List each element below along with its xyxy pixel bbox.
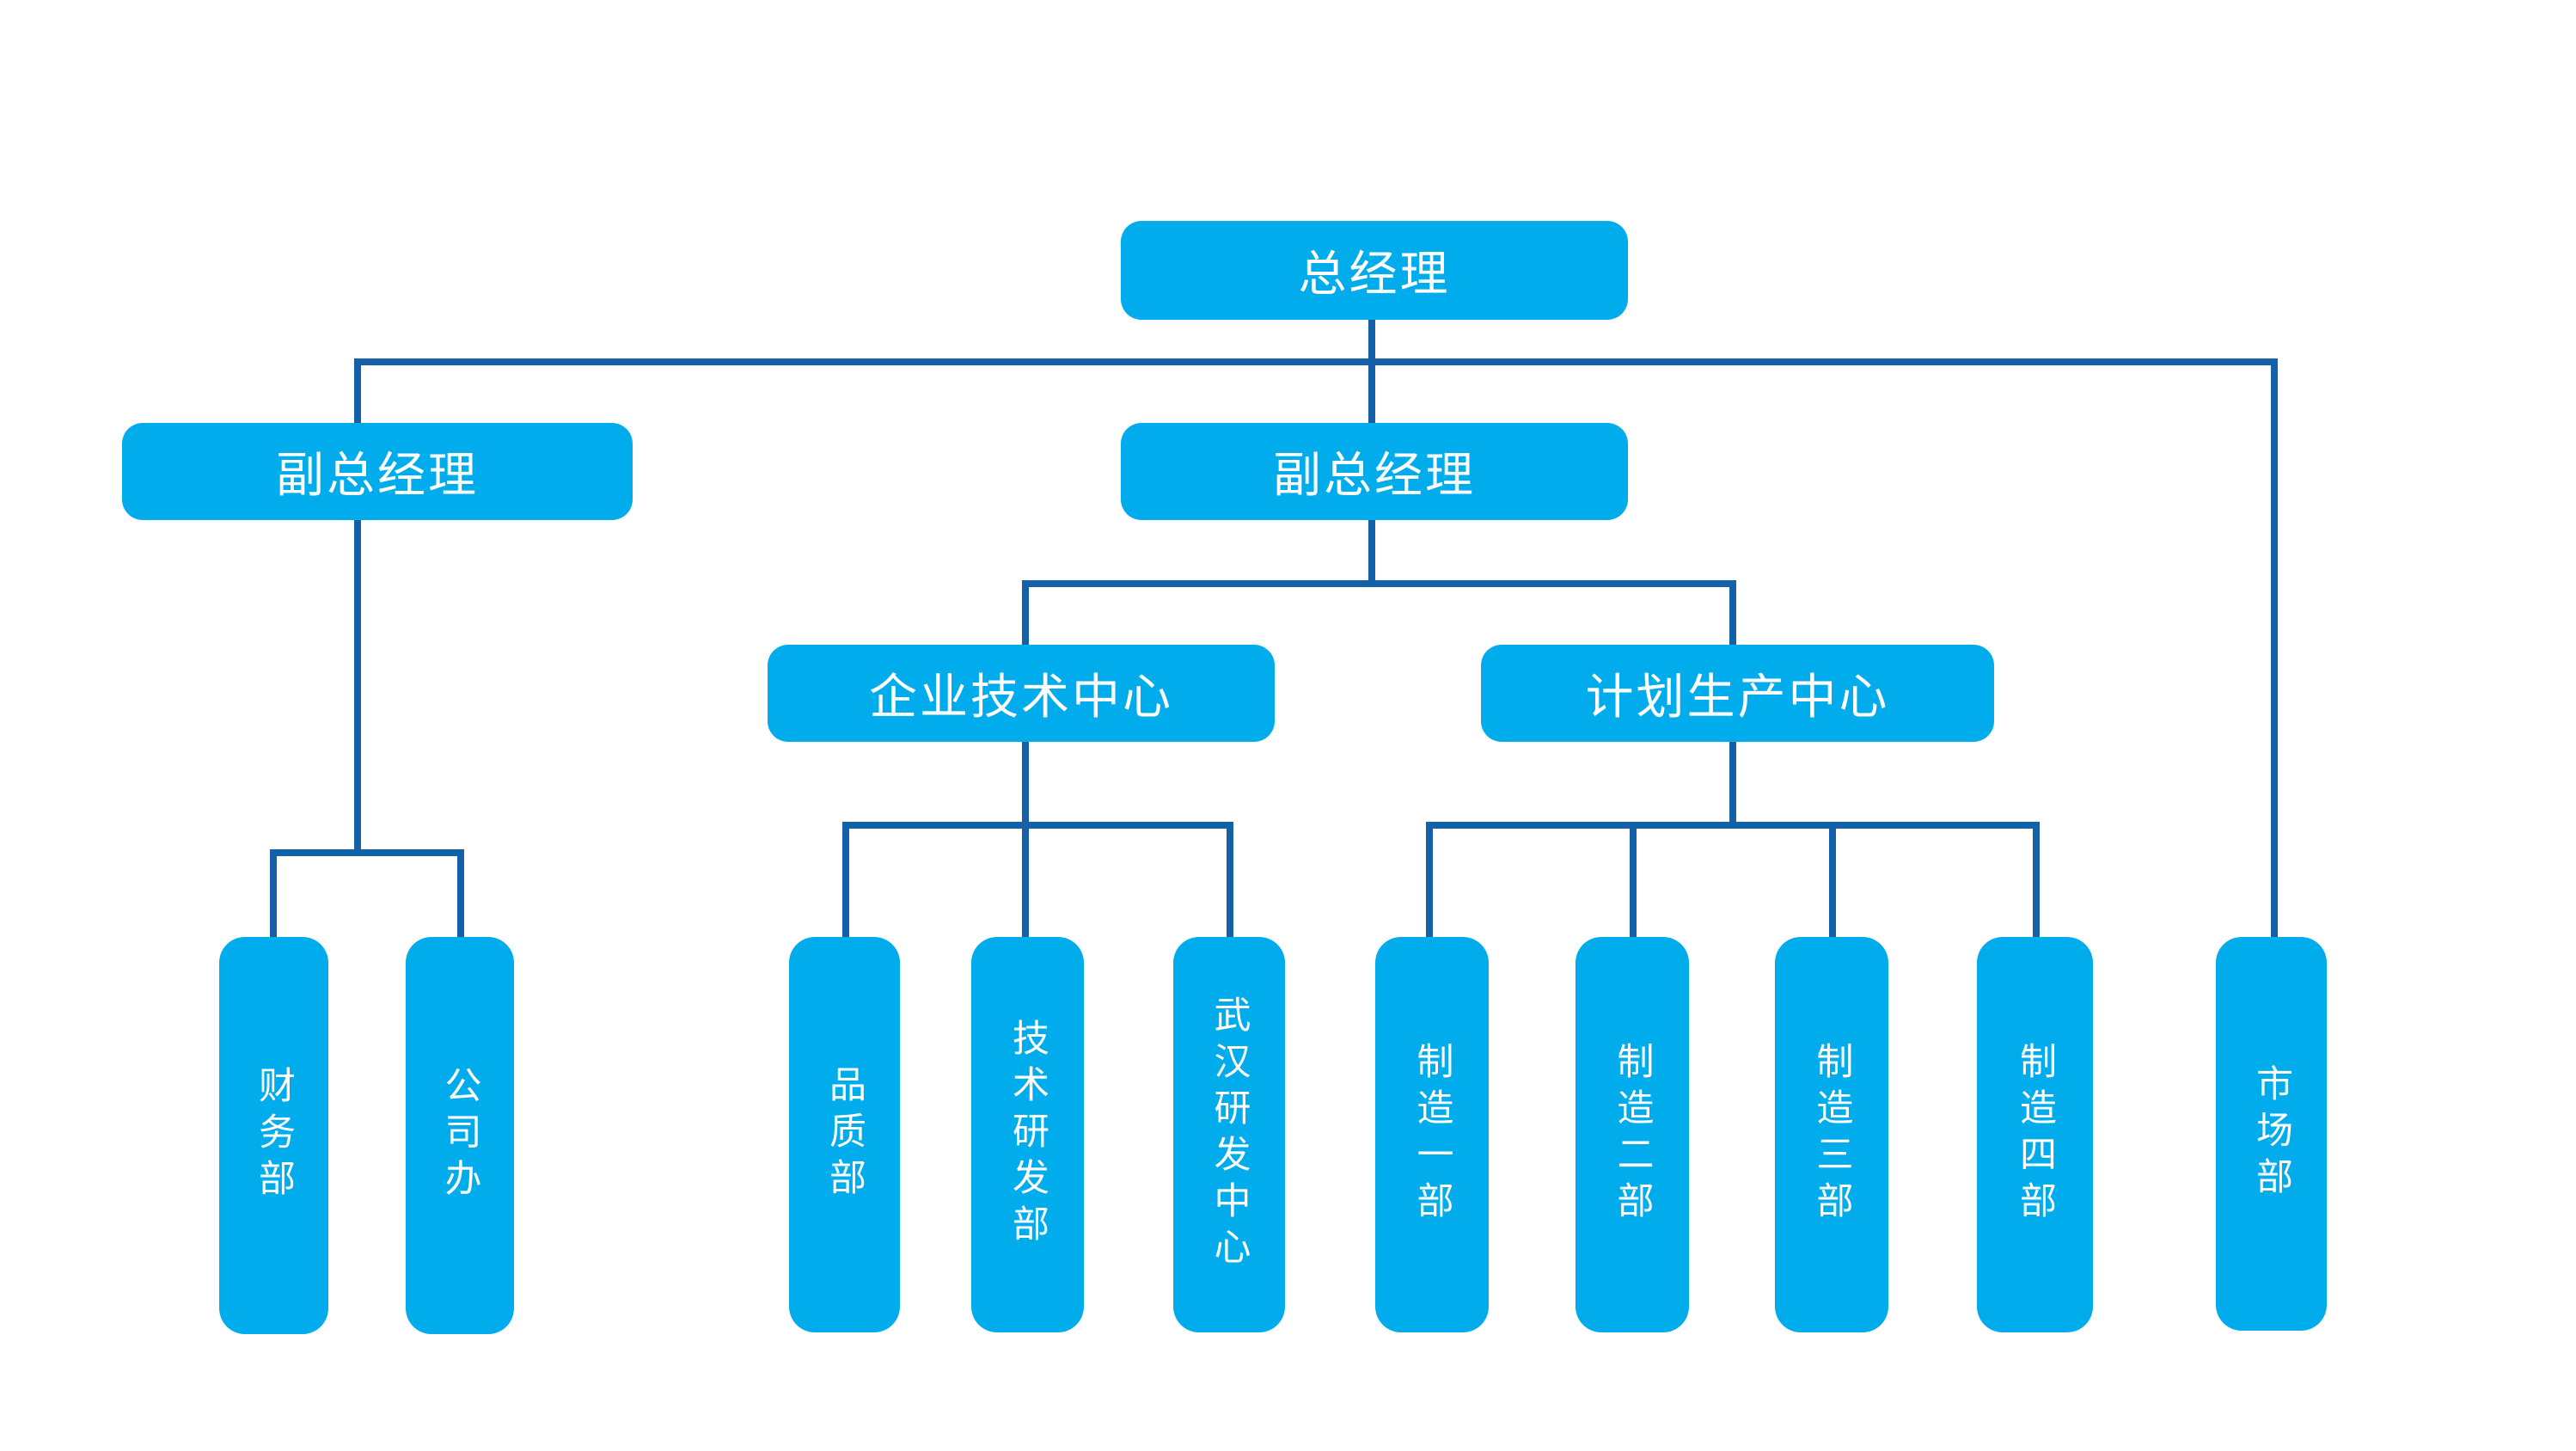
org-node-label: 公司办: [439, 1066, 480, 1205]
connector-line: [1368, 362, 1375, 423]
org-node-label: 品质部: [823, 1065, 866, 1204]
connector-line: [842, 825, 849, 937]
org-node-label: 制造二部: [1612, 1042, 1653, 1228]
org-node-deputy-gm-left: 副总经理: [122, 423, 633, 520]
org-node-label: 制造四部: [2014, 1042, 2056, 1228]
org-node-label: 总经理: [1298, 247, 1451, 301]
org-node-manufacturing-dept-3: 制造三部: [1775, 937, 1888, 1332]
connector-line: [1022, 825, 1029, 937]
org-node-label: 副总经理: [276, 448, 479, 502]
connector-line: [842, 822, 1233, 829]
org-node-label: 制造一部: [1411, 1042, 1453, 1228]
org-node-manufacturing-dept-2: 制造二部: [1576, 937, 1689, 1332]
org-node-planning-production-center: 计划生产中心: [1481, 645, 1994, 742]
connector-line: [270, 853, 277, 937]
org-node-company-office: 公司办: [406, 937, 514, 1334]
org-node-label: 武汉研发中心: [1208, 995, 1250, 1274]
org-node-label: 制造三部: [1811, 1042, 1852, 1228]
connector-line: [2033, 825, 2040, 937]
connector-line: [1426, 825, 1433, 937]
org-node-general-manager: 总经理: [1121, 221, 1628, 320]
connector-line: [1227, 825, 1233, 937]
org-node-label: 市场部: [2250, 1064, 2292, 1203]
org-node-label: 副总经理: [1273, 448, 1476, 502]
connector-line: [1022, 580, 1736, 587]
connector-line: [1729, 742, 1736, 825]
org-node-enterprise-tech-center: 企业技术中心: [768, 645, 1275, 742]
connector-line: [270, 849, 464, 856]
org-node-label: 技术研发部: [1007, 1019, 1049, 1251]
connector-line: [1368, 318, 1375, 362]
connector-line: [1630, 825, 1637, 937]
org-node-label: 企业技术中心: [869, 670, 1173, 724]
org-node-tech-rd-dept: 技术研发部: [971, 937, 1084, 1332]
connector-line: [1022, 584, 1029, 645]
connector-line: [354, 362, 361, 423]
connector-line: [2271, 362, 2278, 937]
connector-line: [354, 358, 2278, 365]
connector-line: [1829, 825, 1836, 937]
connector-line: [354, 520, 361, 853]
connector-line: [457, 853, 464, 937]
org-node-marketing-dept: 市场部: [2216, 937, 2327, 1331]
connector-line: [1368, 520, 1375, 584]
org-node-deputy-gm-center: 副总经理: [1121, 423, 1628, 520]
connector-line: [1426, 822, 2040, 829]
org-node-manufacturing-dept-4: 制造四部: [1977, 937, 2093, 1332]
org-node-wuhan-rd-center: 武汉研发中心: [1173, 937, 1285, 1332]
org-node-label: 财务部: [253, 1066, 295, 1205]
org-node-manufacturing-dept-1: 制造一部: [1375, 937, 1489, 1332]
org-node-quality-dept: 品质部: [789, 937, 900, 1332]
connector-line: [1729, 584, 1736, 645]
org-node-label: 计划生产中心: [1585, 670, 1890, 724]
connector-line: [1022, 742, 1029, 825]
org-node-finance-dept: 财务部: [219, 937, 328, 1334]
